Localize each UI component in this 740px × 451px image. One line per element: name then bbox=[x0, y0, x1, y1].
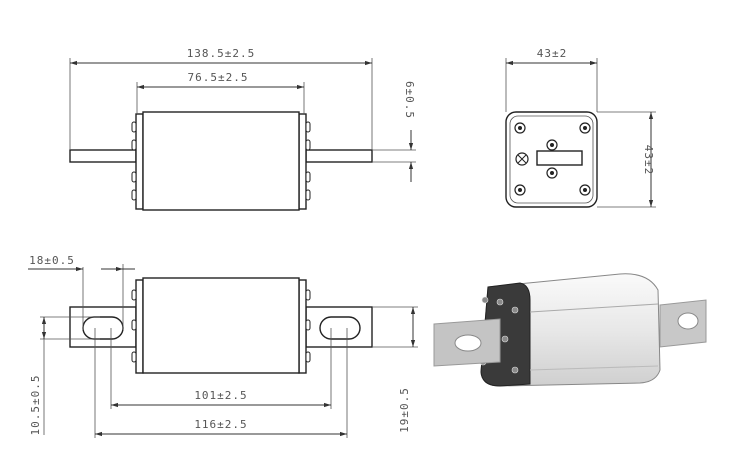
fuse-3d-render bbox=[433, 273, 707, 387]
slot-left bbox=[82, 316, 124, 340]
end-view: 43±2 43±2 bbox=[505, 47, 656, 208]
slot-right bbox=[319, 316, 361, 340]
end-cap-left bbox=[135, 113, 144, 210]
fuse-body bbox=[142, 111, 300, 211]
dim-body-height: 43±2 bbox=[642, 145, 655, 176]
top-view: 138.5±2.5 76.5±2.5 6±0.5 bbox=[69, 47, 416, 211]
dim-overall-length: 138.5±2.5 bbox=[187, 47, 256, 60]
dim-slot-length: 18±0.5 bbox=[29, 254, 75, 267]
dim-body-length: 76.5±2.5 bbox=[188, 71, 249, 84]
end-cap-right bbox=[298, 113, 307, 210]
dim-slot-width: 10.5±0.5 bbox=[29, 375, 42, 436]
dim-blade-width: 19±0.5 bbox=[398, 387, 411, 433]
dim-body-width: 43±2 bbox=[537, 47, 568, 60]
dim-outer-hole-spacing: 116±2.5 bbox=[194, 418, 247, 431]
blade-left bbox=[69, 149, 137, 163]
side-view: 18±0.5 10.5±0.5 101±2.5 116±2.5 19±0.5 bbox=[28, 254, 418, 438]
dim-inner-hole-spacing: 101±2.5 bbox=[194, 389, 247, 402]
dim-blade-thickness: 6±0.5 bbox=[403, 81, 416, 119]
blade-right bbox=[305, 149, 373, 163]
